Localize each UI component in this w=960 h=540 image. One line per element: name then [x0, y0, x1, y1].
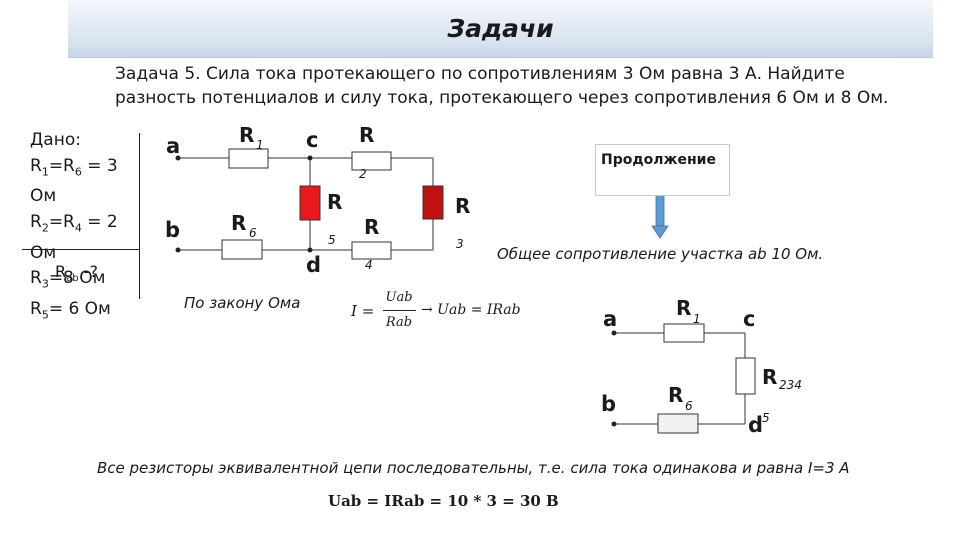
node-d-dot: [307, 247, 313, 253]
continue-button[interactable]: Продолжение: [595, 144, 730, 196]
ohm-law-numerator: Uab: [385, 290, 413, 305]
r2-label: R: [359, 123, 375, 147]
final-formula: Uab = IRab = 10 * 3 = 30 В: [328, 492, 559, 510]
resistor-r6: [221, 239, 263, 260]
node-b-dot: [175, 247, 181, 253]
node-b-label: b: [165, 218, 181, 242]
r3-sub: 3: [456, 237, 464, 251]
fraction-bar: [383, 310, 416, 311]
c2-node-a-label: a: [603, 307, 618, 331]
ohm-law-label: По закону Ома: [184, 294, 301, 312]
r4-label: R: [364, 215, 380, 239]
c2-resistor-r6: [657, 413, 699, 434]
ohm-law-denominator: Rab: [385, 315, 413, 330]
node-c-dot: [307, 155, 313, 161]
r2-sub: 2: [359, 167, 367, 181]
c2-r1-label: R: [676, 296, 692, 320]
given-line-1: R1=R6 = 3 Ом: [30, 155, 118, 207]
given-divider-vertical: [139, 133, 140, 299]
r3-label: R: [455, 194, 471, 218]
resistor-r5: [299, 185, 321, 221]
given-line-2: R2=R4 = 2 Ом: [30, 211, 118, 263]
node-a-label: a: [166, 134, 181, 158]
c2-r6-sub: 6: [685, 399, 693, 413]
ohm-law-lhs: I =: [351, 302, 375, 320]
node-c-label: c: [306, 128, 319, 152]
find-label: Rab -?: [55, 262, 98, 285]
total-resistance-text: Общее сопротивление участка ab 10 Ом.: [497, 245, 824, 263]
c2-r234-sub2: 5: [762, 411, 770, 425]
problem-statement: Задача 5. Сила тока протекающего по сопр…: [115, 64, 889, 108]
node-d-label: d: [306, 253, 322, 277]
c2-r1-sub: 1: [693, 312, 701, 326]
ohm-law-rhs: → Uab = IRab: [421, 302, 521, 318]
c2-node-c-label: c: [743, 307, 756, 331]
conclusion-text: Все резисторы эквивалентной цепи последо…: [97, 459, 850, 477]
given-block: Дано: R1=R6 = 3 Ом R2=R4 = 2 Ом R3=8 Ом …: [30, 128, 142, 328]
c2-r6-label: R: [668, 383, 684, 407]
circuit2-wires: [614, 332, 746, 425]
resistor-r1: [228, 148, 269, 169]
r6-label: R: [231, 211, 247, 235]
c2-node-d-label: d: [748, 413, 764, 437]
c2-r234-sub: 234: [779, 378, 802, 392]
title-bar: Задачи: [68, 0, 933, 58]
resistor-r4: [351, 241, 392, 260]
node-a-dot: [175, 155, 181, 161]
r4-sub: 4: [365, 258, 373, 272]
continue-button-label: Продолжение: [601, 152, 716, 168]
r5-label: R: [327, 190, 343, 214]
c2-resistor-r2345: [735, 357, 756, 395]
c2-node-b-dot: [611, 421, 617, 427]
given-divider-horizontal: [22, 249, 140, 250]
r5-sub: 5: [328, 233, 336, 247]
c2-resistor-r1: [663, 323, 705, 343]
r1-label: R: [239, 123, 255, 147]
r1-sub: 1: [256, 138, 264, 152]
given-heading: Дано:: [30, 130, 81, 150]
c2-node-a-dot: [611, 330, 617, 336]
given-line-3: R3=8 Ом: [30, 268, 106, 291]
c2-r234-label: R: [762, 365, 778, 389]
c2-node-b-label: b: [601, 392, 617, 416]
given-line-4: R5= 6 Ом: [30, 299, 111, 322]
resistor-r3: [422, 185, 444, 220]
r6-sub: 6: [249, 226, 257, 240]
resistor-r2: [351, 151, 392, 171]
page-title: Задачи: [447, 14, 554, 43]
